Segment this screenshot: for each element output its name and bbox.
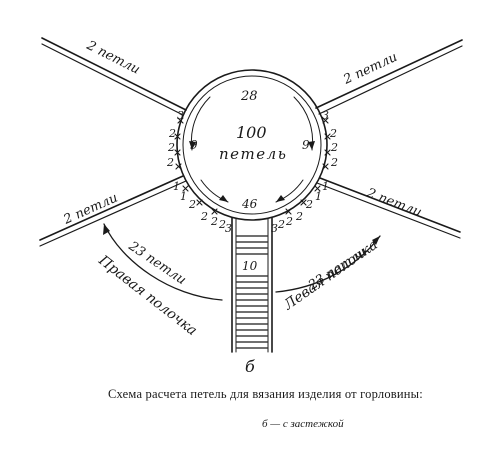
mark-two: 2 (295, 210, 303, 223)
center-count: 100 (236, 123, 267, 142)
strand-label-bottom-left: 2 петли (61, 191, 121, 228)
mark-one: 1 (315, 190, 322, 203)
mark-three: 3 (225, 222, 232, 235)
subcaption-letter: б (262, 418, 268, 430)
mark-three: 3 (322, 109, 329, 122)
neckline-circle (176, 69, 328, 221)
mark-two: 2 (168, 127, 176, 140)
mark-two: 2 (210, 215, 218, 228)
strand-label-top-left: 2 петли (83, 38, 142, 78)
right-side-count: 9 (302, 138, 310, 152)
mark-two: 2 (200, 210, 208, 223)
mark-two: 2 (330, 156, 338, 169)
subcaption-text: — с застежкой (267, 418, 344, 430)
strand-bottom-right (316, 177, 461, 239)
right-front-arc (103, 223, 223, 301)
mark-two: 2 (330, 141, 338, 154)
mark-one: 1 (173, 180, 180, 193)
placket-band (231, 217, 273, 353)
left-front-name: Левая полочка (280, 237, 380, 314)
center-word: петель (219, 145, 287, 163)
mark-two: 2 (167, 141, 175, 154)
figure-subcaption: б — с застежкой (262, 418, 344, 430)
strand-bottom-left (39, 175, 187, 247)
mark-one: 1 (322, 180, 329, 193)
mark-two: 2 (188, 198, 196, 211)
mark-two: 2 (329, 127, 337, 140)
scheme-letter: б (245, 357, 255, 376)
strand-label-bottom-right: 2 петли (364, 185, 424, 220)
mark-two: 2 (277, 218, 285, 231)
figure-caption: Схема расчета петель для вязания изделия… (108, 387, 423, 401)
mark-one: 1 (180, 190, 187, 203)
top-count: 28 (240, 89, 258, 104)
strand-top-right (315, 39, 463, 115)
lower-band-count: 10 (242, 259, 258, 273)
mark-two: 2 (166, 156, 174, 169)
mark-three: 3 (177, 109, 184, 122)
bottom-count: 46 (241, 197, 258, 211)
mark-three: 3 (271, 222, 278, 235)
mark-two: 2 (305, 198, 313, 211)
left-front-arc (275, 235, 381, 293)
placket-hatching (236, 235, 268, 349)
left-side-count: 9 (190, 138, 198, 152)
stitch-marks (174, 117, 331, 215)
mark-two: 2 (285, 215, 293, 228)
mark-two: 2 (218, 218, 226, 231)
strand-top-left (41, 37, 187, 116)
